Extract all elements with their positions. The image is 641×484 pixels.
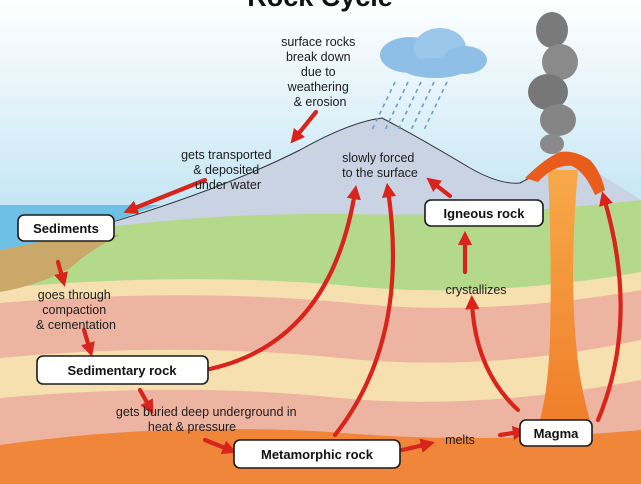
svg-text:Metamorphic rock: Metamorphic rock [261,447,374,462]
label-transport: gets transported & deposited under water [181,148,275,192]
svg-text:Igneous rock: Igneous rock [444,206,526,221]
svg-text:Sediments: Sediments [33,221,99,236]
svg-text:Sedimentary rock: Sedimentary rock [67,363,177,378]
label-uplift: slowly forced to the surface [342,151,418,180]
node-magma: Magma [520,420,592,446]
node-sediments: Sediments [18,215,114,241]
label-compaction: goes through compaction & cementation [36,288,116,332]
label-melts: melts [445,433,475,447]
diagram-title: Rock Cycle [247,0,393,12]
svg-text:Magma: Magma [534,426,580,441]
node-metamorphic-rock: Metamorphic rock [234,440,400,468]
label-crystallizes: crystallizes [445,283,506,297]
node-igneous-rock: Igneous rock [425,200,543,226]
arrow-melts [500,432,520,435]
node-sedimentary-rock: Sedimentary rock [37,356,208,384]
